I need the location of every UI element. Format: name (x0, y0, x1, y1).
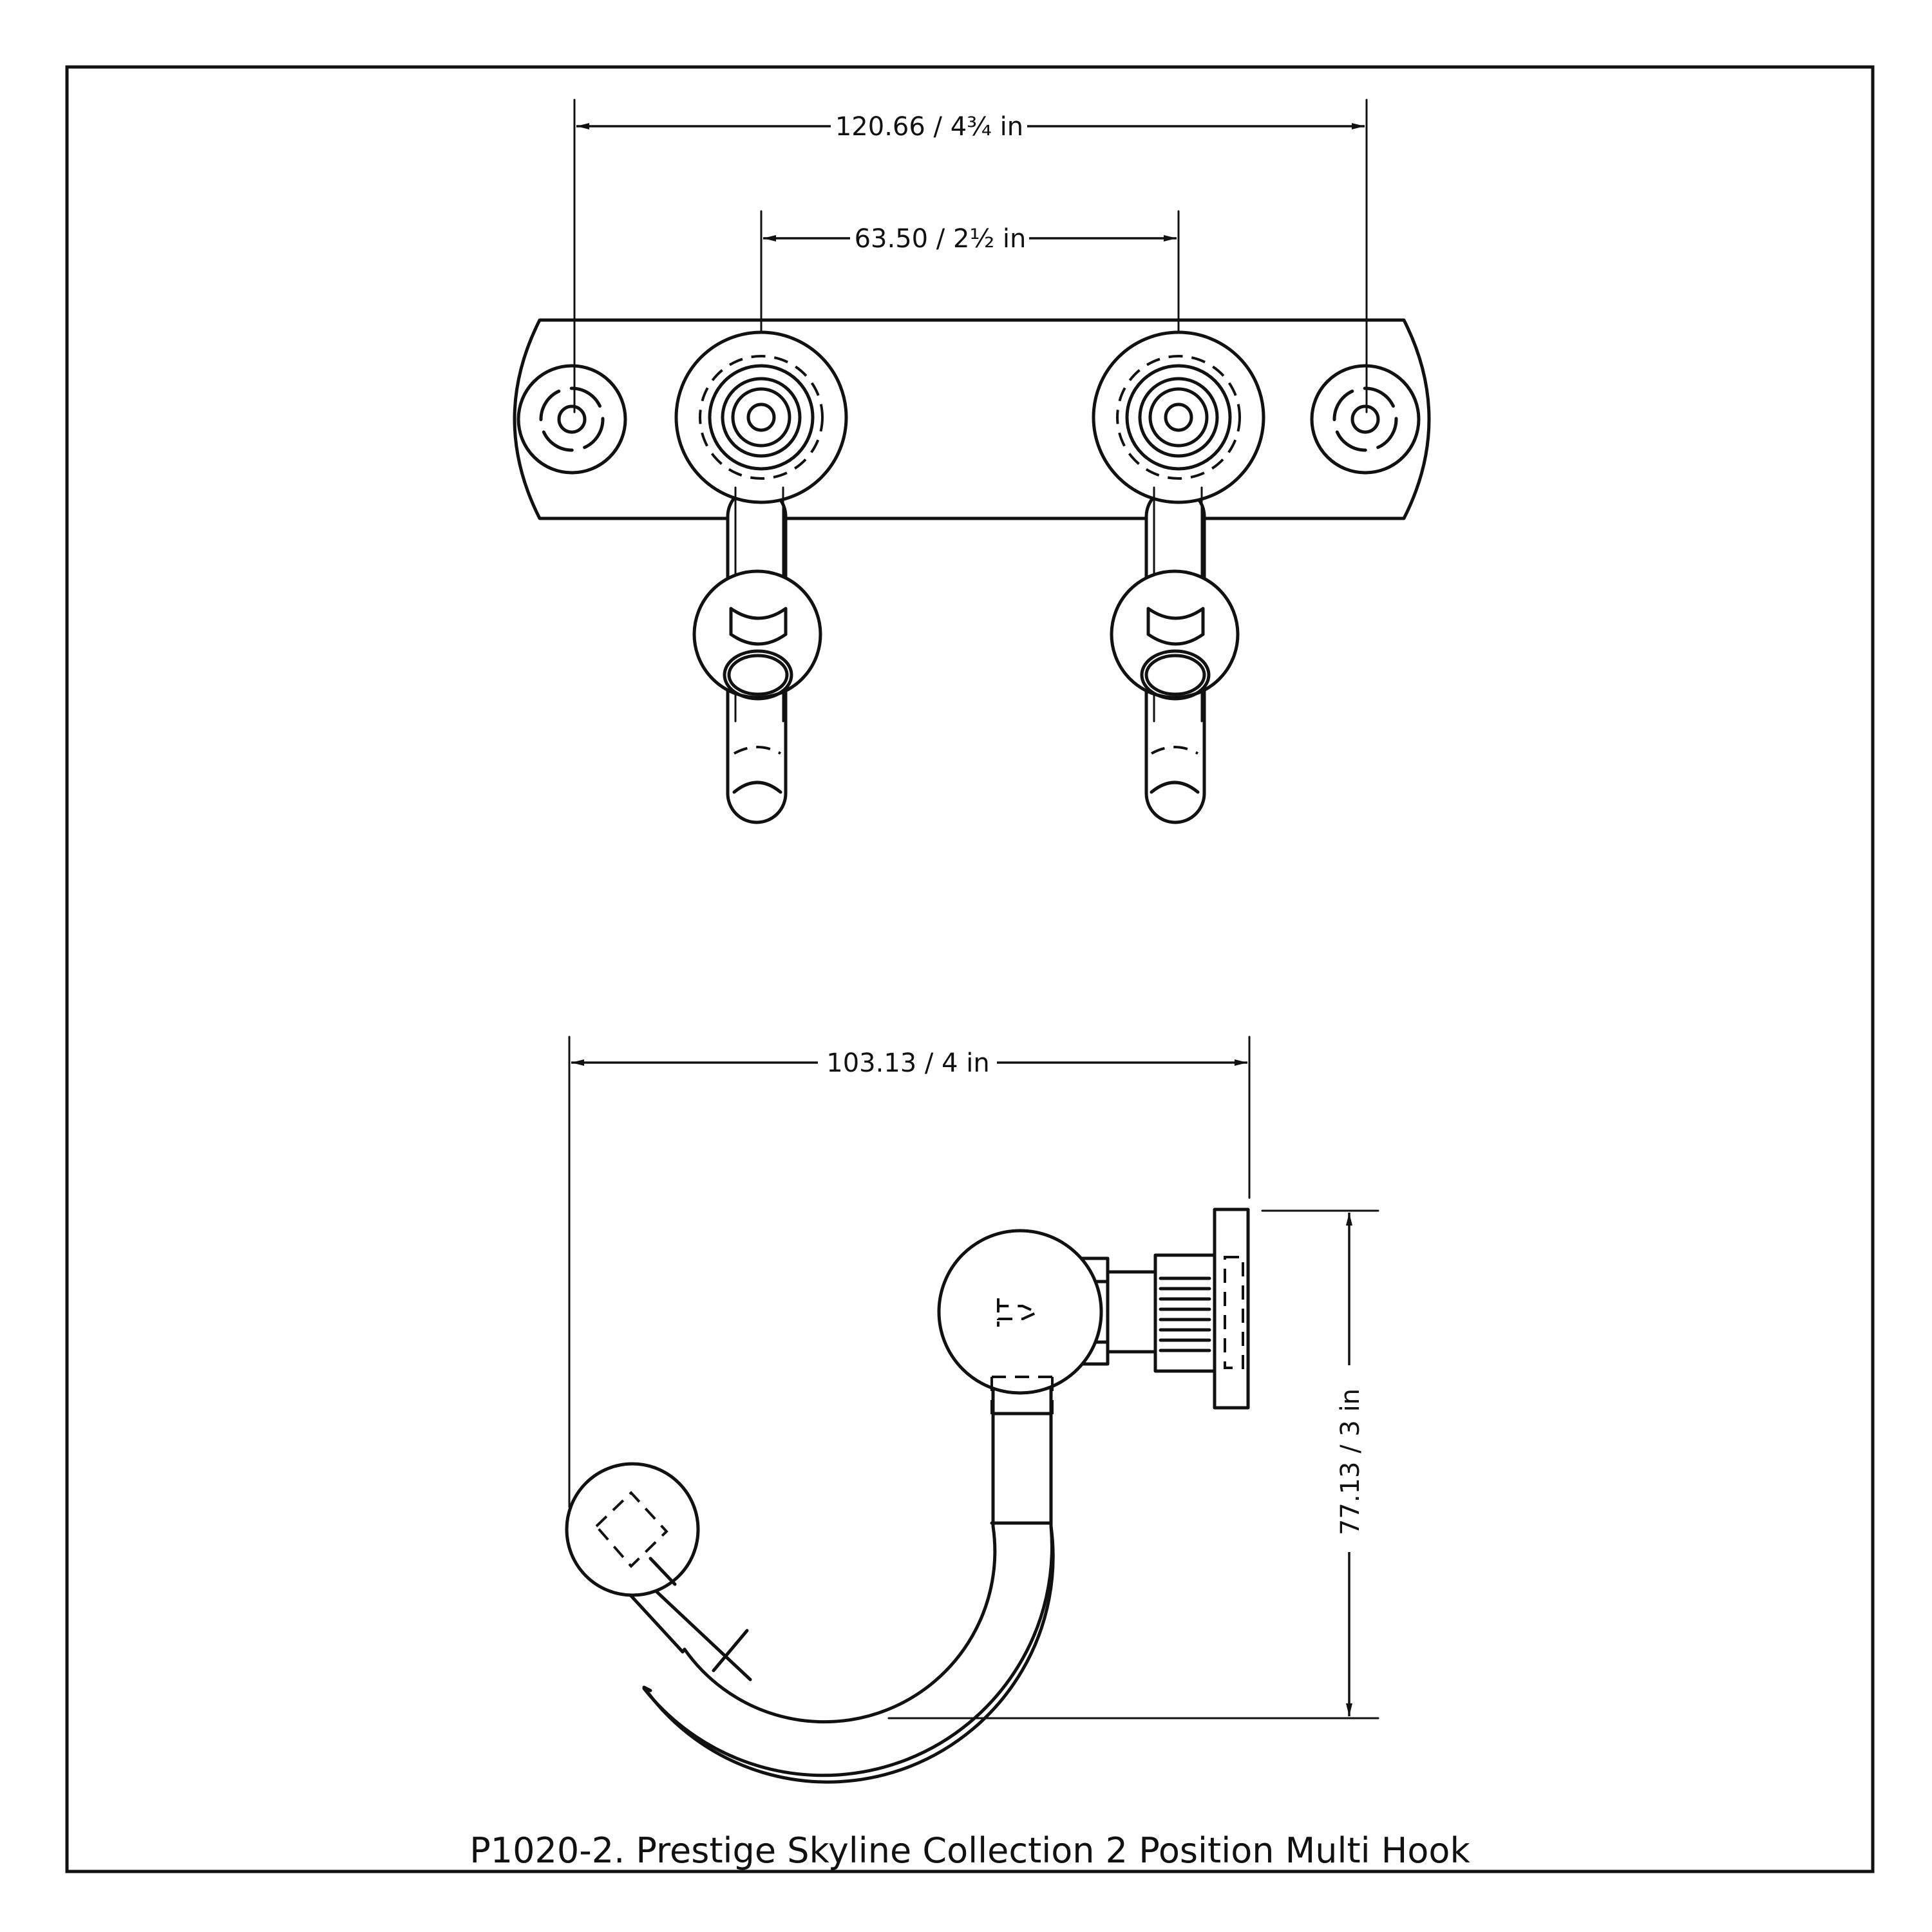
hook-front-left (674, 330, 848, 824)
mounting-screw-right (1310, 364, 1421, 475)
front-view: 120.66 / 4¾ in 63.50 / 2½ in (513, 99, 1431, 824)
hook-ball-lower (565, 1462, 700, 1597)
mounting-screw-left (516, 364, 627, 475)
dimension-label-height: 77.13 / 3 in (1336, 1388, 1365, 1535)
dimension-hook-spacing: 63.50 / 2½ in (760, 210, 1180, 413)
dimension-height: 77.13 / 3 in (887, 1209, 1379, 1719)
dimension-label-projection: 103.13 / 4 in (826, 1048, 990, 1078)
dimension-label-hook-spacing: 63.50 / 2½ in (855, 224, 1027, 254)
side-view: 103.13 / 4 in 77.13 / 3 in (565, 1036, 1379, 1784)
hook-front-right (1092, 330, 1265, 824)
hook-arm-side (607, 1376, 1055, 1784)
dimension-overall-width: 120.66 / 4¾ in (573, 99, 1368, 413)
back-plate (513, 318, 1431, 520)
hook-ball-upper (937, 1229, 1103, 1416)
drawing-border (65, 65, 1875, 1873)
drawing-caption: P1020-2. Prestige Skyline Collection 2 P… (469, 1830, 1470, 1871)
dimension-label-overall-width: 120.66 / 4¾ in (835, 112, 1023, 142)
dimension-projection: 103.13 / 4 in (568, 1036, 1251, 1508)
